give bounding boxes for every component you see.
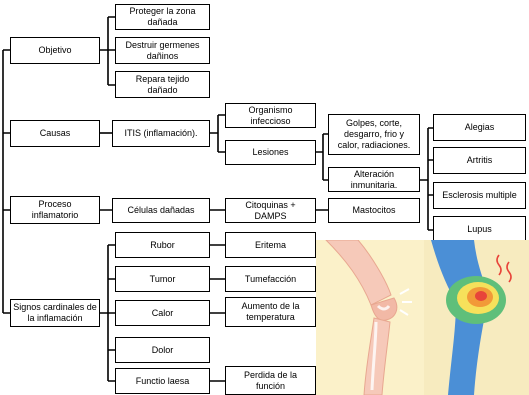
leg-skin-icon — [325, 240, 412, 395]
node-artritis: Artritis — [433, 147, 526, 174]
node-calor: Calor — [115, 300, 210, 326]
node-proceso-inflamatorio: Proceso inflamatorio — [10, 196, 100, 224]
node-alteracion-inmunitaria: Alteración inmunitaria. — [328, 167, 420, 192]
node-alergias: Alegias — [433, 114, 526, 141]
node-organismo-infeccioso: Organismo infeccioso — [225, 103, 316, 128]
node-golpes-corte: Golpes, corte, desgarro, frio y calor, r… — [328, 114, 420, 155]
node-destruir-germenes: Destruir germenes dañinos — [115, 37, 210, 64]
node-causas: Causas — [10, 120, 100, 147]
node-objetivo: Objetivo — [10, 37, 100, 64]
node-aumento-temperatura: Aumento de la temperatura — [225, 297, 316, 327]
node-functio-laesa: Functio laesa — [115, 368, 210, 394]
node-itis: ITIS (inflamación). — [112, 120, 210, 147]
node-signos-cardinales: Signos cardinales de la inflamación — [10, 299, 100, 327]
inflamed-knee-illustration — [316, 240, 529, 395]
node-mastocitos: Mastocitos — [328, 198, 420, 223]
node-tumefaccion: Tumefacción — [225, 266, 316, 292]
node-dolor: Dolor — [115, 337, 210, 363]
node-repara-tejido: Repara tejido dañado — [115, 71, 210, 98]
leg-heatmap-icon — [431, 240, 512, 395]
node-esclerosis-multiple: Esclerosis multiple — [433, 182, 526, 209]
node-lesiones: Lesiones — [225, 140, 316, 165]
node-citoquinas-damps: Citoquinas + DAMPS — [225, 198, 316, 223]
node-proteger-zona: Proteger la zona dañada — [115, 4, 210, 30]
node-eritema: Eritema — [225, 232, 316, 258]
node-celulas-danadas: Células dañadas — [112, 198, 210, 223]
node-lupus: Lupus — [433, 216, 526, 243]
node-perdida-funcion: Perdida de la función — [225, 366, 316, 395]
node-rubor: Rubor — [115, 232, 210, 258]
node-tumor: Tumor — [115, 266, 210, 292]
